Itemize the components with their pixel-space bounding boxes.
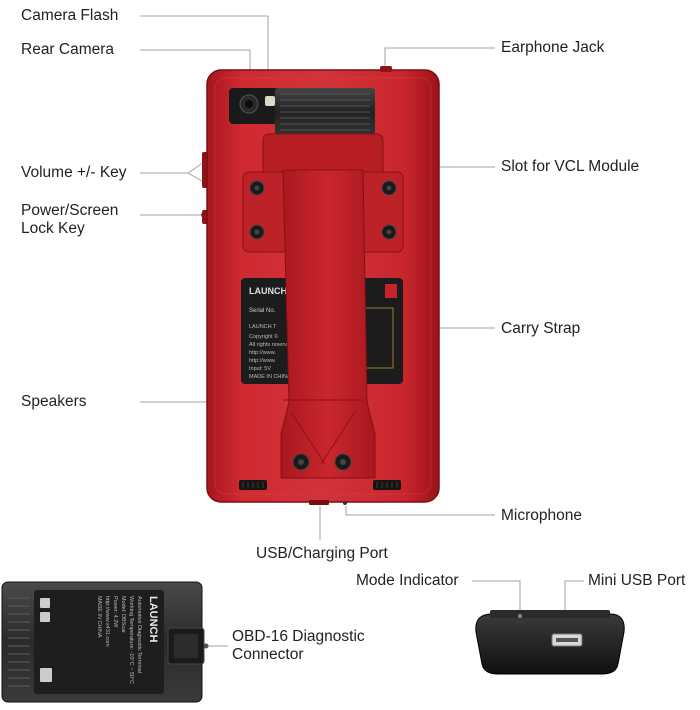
label-volume-key: Volume +/- Key [21, 164, 127, 181]
svg-text:Working Temperature: -10°C ~ 5: Working Temperature: -10°C ~ 50°C [128, 596, 134, 684]
label-camera-flash: Camera Flash [21, 7, 119, 24]
label-power-key-line1: Power/Screen [21, 202, 119, 219]
svg-text:Copyright ©: Copyright © [249, 333, 278, 340]
label-mini-usb: Mini USB Port [588, 572, 686, 589]
leader-earphone-jack [384, 47, 495, 69]
microphone [343, 501, 347, 505]
svg-text:http://www.x431.com: http://www.x431.com [104, 596, 110, 647]
svg-text:Serial No.: Serial No. [249, 308, 276, 314]
label-rear-camera: Rear Camera [21, 41, 115, 58]
svg-text:LAUNCH: LAUNCH [147, 596, 159, 642]
tablet-rear-view: LAUNCH Serial No. LAUNCH T Copyright © A… [202, 66, 440, 505]
svg-text:MADE IN CHINA: MADE IN CHINA [249, 374, 291, 380]
label-mode-indicator: Mode Indicator [356, 572, 459, 589]
product-label-text: LAUNCH T Copyright © All rights reserved… [249, 324, 293, 380]
vcl-top-view [475, 610, 625, 675]
obd16-connector: LAUNCH Automotive Diagnostic Terminal Wo… [1, 581, 205, 703]
svg-text:All rights reserved: All rights reserved [249, 342, 293, 348]
carry-strap [280, 169, 376, 479]
svg-text:Model: DBScar: Model: DBScar [120, 596, 126, 633]
label-microphone: Microphone [501, 507, 582, 524]
label-usb-port: USB/Charging Port [256, 545, 388, 562]
label-power-key-line2: Lock Key [21, 220, 85, 237]
label-earphone-jack: Earphone Jack [501, 39, 605, 56]
label-obd-line2: Connector [232, 646, 304, 663]
usb-charging-port [309, 500, 329, 505]
product-label-brand: LAUNCH [249, 286, 287, 296]
svg-text:Input: 5V: Input: 5V [249, 366, 271, 372]
svg-text:Automotive Diagnostic Terminal: Automotive Diagnostic Terminal [136, 596, 142, 673]
svg-text:Power: 4.2W: Power: 4.2W [112, 596, 118, 628]
label-slot-vcl: Slot for VCL Module [501, 158, 640, 175]
label-speakers: Speakers [21, 393, 87, 410]
leader-mode-indicator [472, 580, 521, 611]
leader-microphone [345, 506, 495, 516]
vcl-label [34, 590, 164, 694]
camera-flash [265, 96, 275, 106]
mode-indicator-led [518, 614, 522, 618]
label-carry-strap: Carry Strap [501, 320, 581, 337]
leader-mini-usb [564, 580, 584, 611]
svg-text:MADE IN CHINA: MADE IN CHINA [96, 596, 102, 638]
earphone-jack [380, 66, 392, 72]
svg-text:http://www.: http://www. [249, 358, 276, 364]
label-obd-line1: OBD-16 Diagnostic [232, 628, 365, 645]
svg-text:http://www.: http://www. [249, 350, 276, 356]
svg-text:LAUNCH T: LAUNCH T [249, 324, 277, 330]
